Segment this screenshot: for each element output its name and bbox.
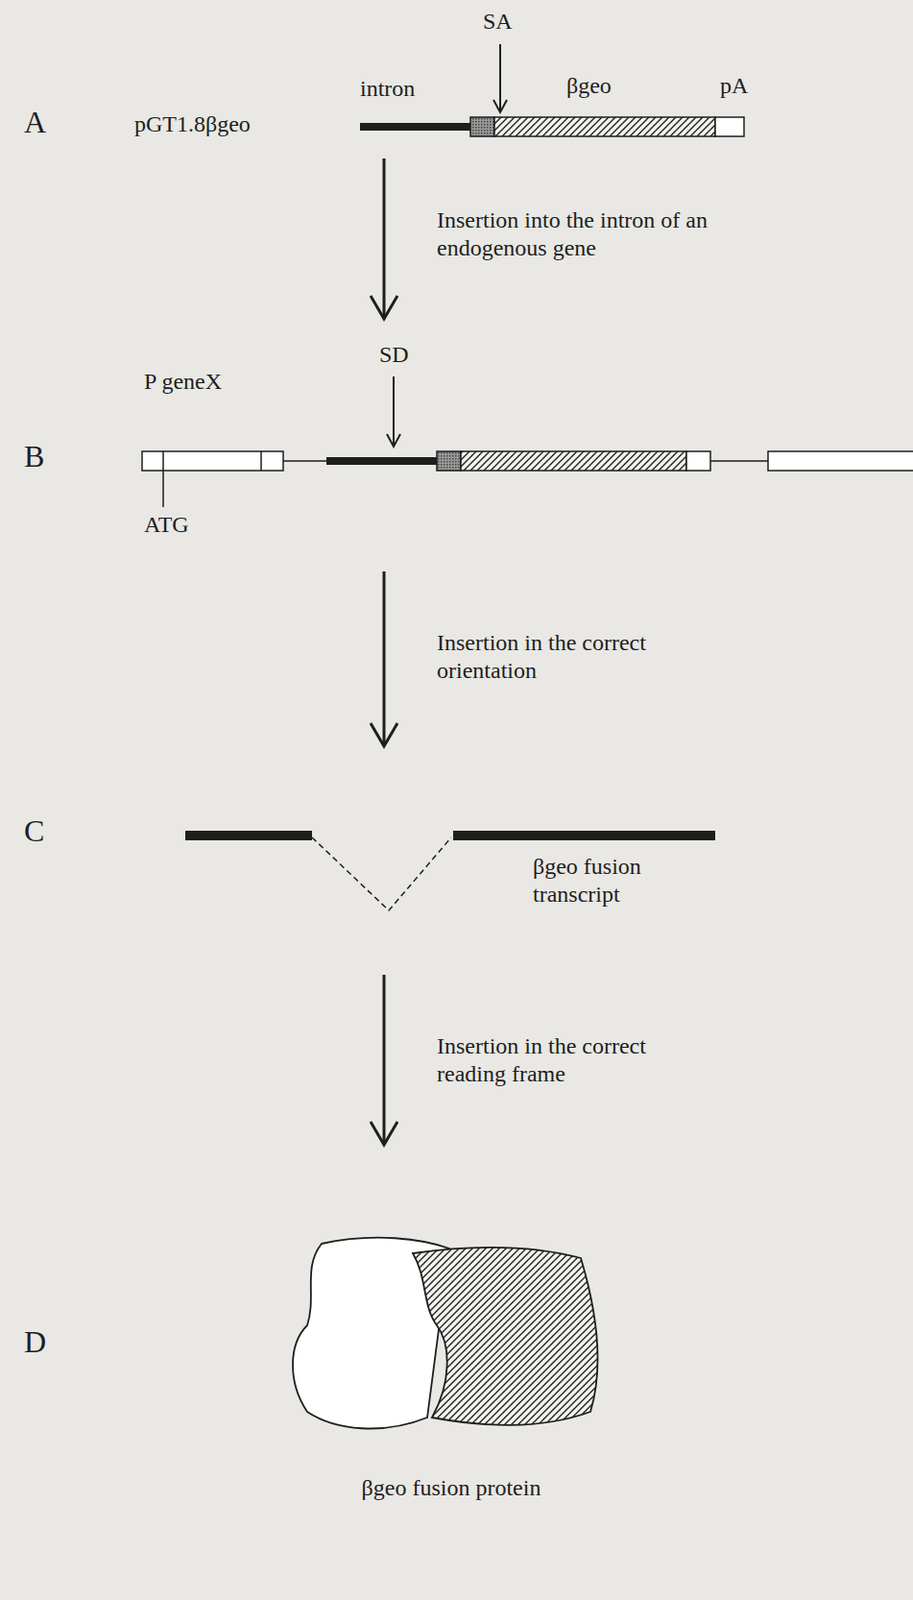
site-label: SA: [482, 7, 513, 36]
bgeo-box: [494, 117, 716, 137]
exon-divider: [162, 451, 165, 471]
intron-line: [326, 456, 437, 465]
exon-box: [142, 451, 284, 471]
panel-letter: D: [24, 1322, 47, 1360]
transcript-exon: [185, 830, 313, 841]
host-intron-line: [710, 459, 769, 462]
step-arrow: [370, 158, 398, 319]
step-arrow: [370, 974, 398, 1145]
step-arrow: [370, 571, 398, 746]
part-name: pA: [720, 72, 748, 100]
site-label: SD: [379, 340, 409, 369]
fusion-transcript: [185, 830, 716, 911]
fusion-protein: [292, 1237, 598, 1429]
polya-box: [686, 451, 711, 471]
step-note: Insertion in the correct reading frame: [436, 1032, 677, 1088]
codon-label: ATG: [144, 510, 190, 539]
host-intron-line: [283, 459, 327, 462]
gene-name: P geneX: [144, 367, 222, 396]
atg-tick: [162, 470, 165, 507]
panel-letter: C: [24, 812, 45, 849]
exon-divider: [260, 451, 263, 471]
exon-box: [768, 451, 913, 471]
panel-letter: A: [24, 103, 47, 141]
step-note: Insertion in the correct orientation: [436, 628, 668, 685]
panel-letter: B: [24, 437, 45, 475]
vector-name: pGT1.8βgeo: [134, 110, 251, 139]
splice-line: [312, 837, 452, 911]
product-label: βgeo fusion protein: [297, 1473, 605, 1502]
bgeo-box: [460, 451, 687, 471]
intron-line: [360, 122, 471, 131]
product-label: βgeo fusion transcript: [532, 852, 677, 909]
inserted-gene: [142, 376, 913, 507]
bgeo-protein-part: [412, 1247, 598, 1425]
transcript-exon: [453, 830, 716, 841]
step-note: Insertion into the intron of an endogeno…: [436, 206, 725, 263]
part-name: βgeo: [566, 72, 612, 100]
splice-acceptor-box: [470, 117, 495, 137]
splice-acceptor-box: [436, 451, 461, 471]
sd-pointer: [392, 376, 395, 446]
polya-box: [715, 117, 745, 137]
part-name: intron: [360, 74, 415, 103]
sd-arrowhead: [386, 433, 401, 447]
vector-construct: [360, 44, 745, 137]
sa-pointer: [499, 44, 502, 112]
sa-arrowhead: [493, 99, 507, 113]
